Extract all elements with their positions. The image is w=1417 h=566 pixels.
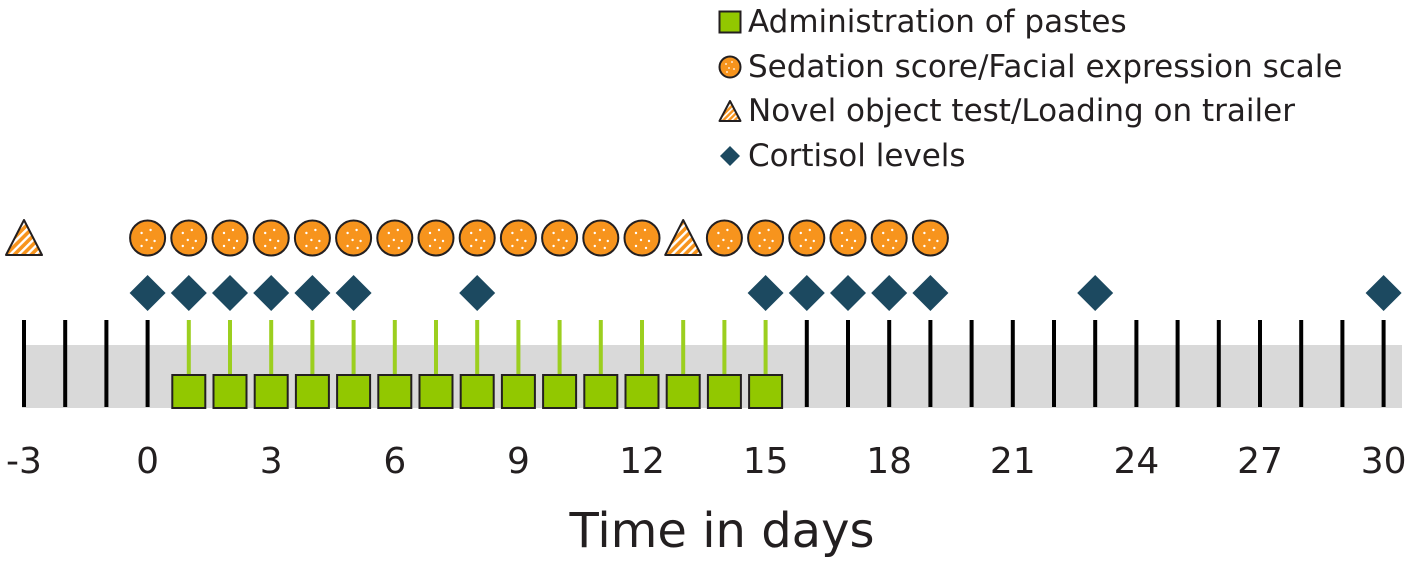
paste-square <box>542 374 578 409</box>
sedation-circle <box>911 219 949 257</box>
paste-connectors <box>186 320 768 378</box>
paste-square <box>171 374 207 409</box>
cortisol-diamond <box>129 275 166 311</box>
cortisol-diamond <box>212 275 248 311</box>
sedation-circle <box>458 219 496 257</box>
cortisol-diamond <box>912 275 949 311</box>
legend-label-pastes: Administration of pastes <box>748 4 1127 40</box>
sedation-circle <box>870 219 908 257</box>
sedation-circle <box>582 219 620 257</box>
cortisol-diamond <box>459 275 496 311</box>
sedation-circle <box>211 219 249 257</box>
cortisol-diamonds <box>129 275 1402 311</box>
sedation-circle <box>623 219 661 257</box>
tick-label: 0 <box>136 441 159 482</box>
cortisol-diamond <box>335 275 372 311</box>
cortisol-diamond <box>871 275 908 311</box>
paste-square <box>336 374 372 409</box>
novel-object-triangles <box>5 219 703 256</box>
paste-square <box>418 374 454 409</box>
navy-diamond-icon <box>720 145 740 166</box>
cortisol-diamond <box>788 275 825 311</box>
sedation-circle <box>705 219 743 257</box>
tick-label: 18 <box>866 441 912 482</box>
legend-label-sedation: Sedation score/Facial expression scale <box>748 48 1343 85</box>
legend-label-novel-object: Novel object test/Loading on trailer <box>748 93 1295 129</box>
paste-square <box>500 374 536 409</box>
cortisol-diamond <box>1365 275 1402 311</box>
sedation-circle <box>129 219 167 257</box>
paste-square <box>294 374 330 409</box>
paste-square <box>459 374 495 409</box>
paste-square <box>748 374 784 409</box>
paste-square <box>377 374 413 409</box>
paste-square <box>212 374 248 409</box>
sedation-circle <box>417 219 455 257</box>
paste-squares <box>171 374 784 409</box>
sedation-circles <box>129 219 949 257</box>
cortisol-diamond <box>747 275 784 311</box>
tick-label: 6 <box>383 441 406 482</box>
sedation-circle <box>170 219 208 257</box>
tick-label: 24 <box>1113 441 1159 482</box>
sedation-circle <box>788 219 826 257</box>
paste-square <box>583 374 619 409</box>
sedation-circle <box>293 219 331 257</box>
tick-label: -3 <box>6 441 42 482</box>
cortisol-diamond <box>170 275 207 311</box>
green-square-icon <box>718 10 742 34</box>
paste-square <box>624 374 660 409</box>
sedation-circle <box>499 219 537 257</box>
tick-label: 30 <box>1361 441 1407 482</box>
tick-label: 9 <box>507 441 530 482</box>
sedation-circle <box>376 219 414 257</box>
sedation-circle <box>252 219 290 257</box>
orange-circle-icon <box>718 55 742 78</box>
cortisol-diamond <box>253 275 290 311</box>
paste-square <box>665 374 701 409</box>
sedation-circle <box>829 219 867 257</box>
cortisol-diamond <box>830 275 866 311</box>
day-ticks <box>22 320 1386 407</box>
paste-square <box>253 374 289 409</box>
cortisol-diamond <box>294 275 331 311</box>
novel-object-triangle <box>664 219 703 256</box>
novel-object-triangle <box>5 219 43 256</box>
axis-title: Time in days <box>568 503 874 559</box>
axis-tick-labels: -3 0 3 6 9 12 15 18 21 24 27 30 <box>6 441 1406 482</box>
cortisol-diamond <box>1077 275 1114 311</box>
paste-square <box>706 374 742 409</box>
sedation-circle <box>335 219 373 257</box>
sedation-circle <box>541 219 579 257</box>
hatched-triangle-icon <box>718 100 742 122</box>
tick-label: 15 <box>743 441 789 482</box>
tick-label: 12 <box>619 441 665 482</box>
tick-label: 3 <box>260 441 283 482</box>
tick-label: 21 <box>990 441 1036 482</box>
legend-label-cortisol: Cortisol levels <box>748 137 966 174</box>
tick-label: 27 <box>1237 441 1283 482</box>
sedation-circle <box>747 219 785 257</box>
